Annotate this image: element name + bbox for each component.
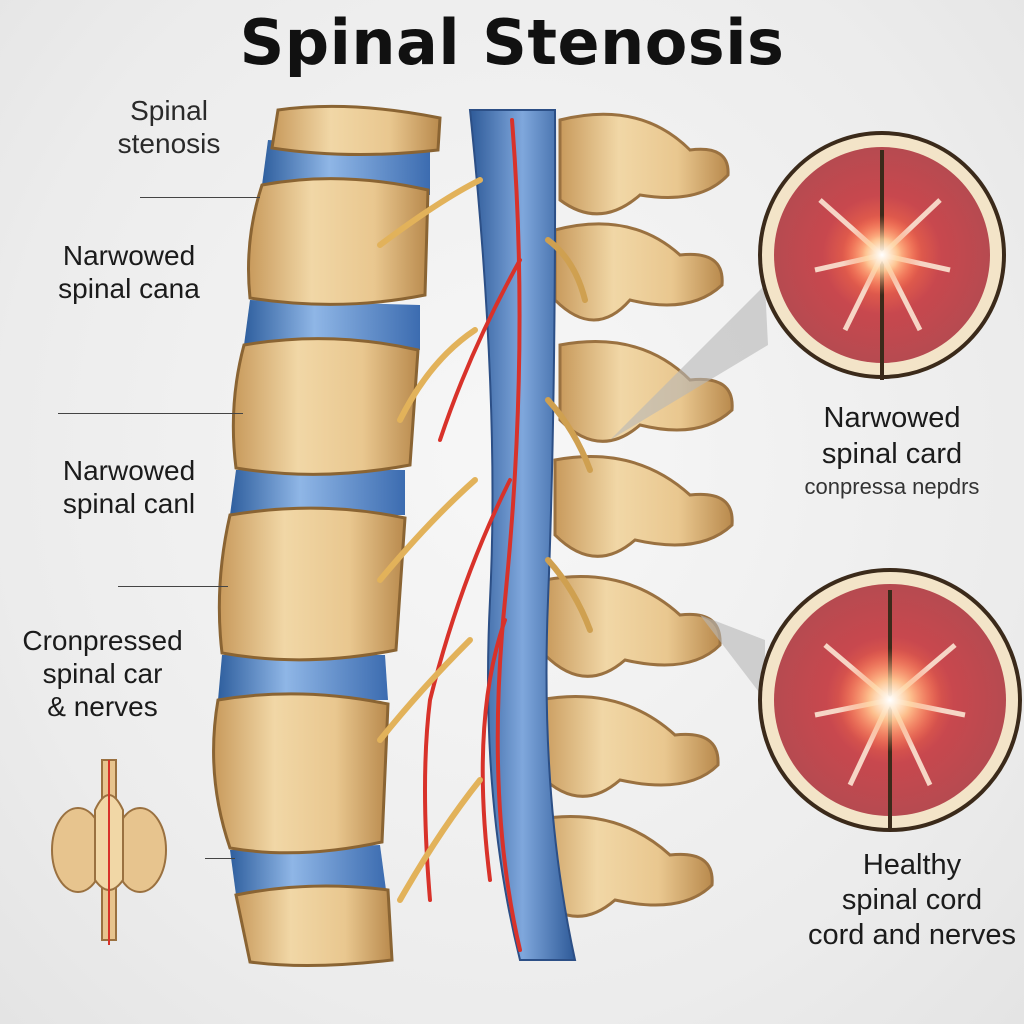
leader-wedge-bottom: [700, 615, 765, 700]
nerve-roots: [377, 177, 593, 903]
label-narrowed-cord: Narwowed spinal card conpressa nepdrs: [804, 402, 980, 499]
cross-section-healthy: [758, 568, 1022, 832]
spine-thumbnail: [51, 759, 167, 945]
blood-vessels: [423, 118, 522, 952]
label-healthy-cord: Healthy spinal cord cord and nerves: [808, 849, 1016, 951]
leader-line-1: [140, 197, 260, 198]
label-spinal-stenosis: Spinal stenosis: [117, 95, 221, 159]
spinous-processes: [533, 112, 734, 918]
leader-wedge-top: [610, 285, 768, 440]
diagram-title: Spinal Stenosis: [239, 6, 785, 79]
cross-section-narrowed: [758, 131, 1006, 380]
leader-line-2: [58, 413, 243, 414]
leader-line-3: [118, 586, 228, 587]
leader-line-4: [205, 858, 235, 859]
vertebral-bodies: [212, 104, 442, 968]
label-narrowed-canal-1: Narwowed spinal cana: [58, 240, 200, 304]
label-compressed-cord: Cronpressed spinal car & nerves: [22, 625, 183, 722]
label-narrowed-canal-2: Narwowed spinal canl: [62, 455, 196, 519]
